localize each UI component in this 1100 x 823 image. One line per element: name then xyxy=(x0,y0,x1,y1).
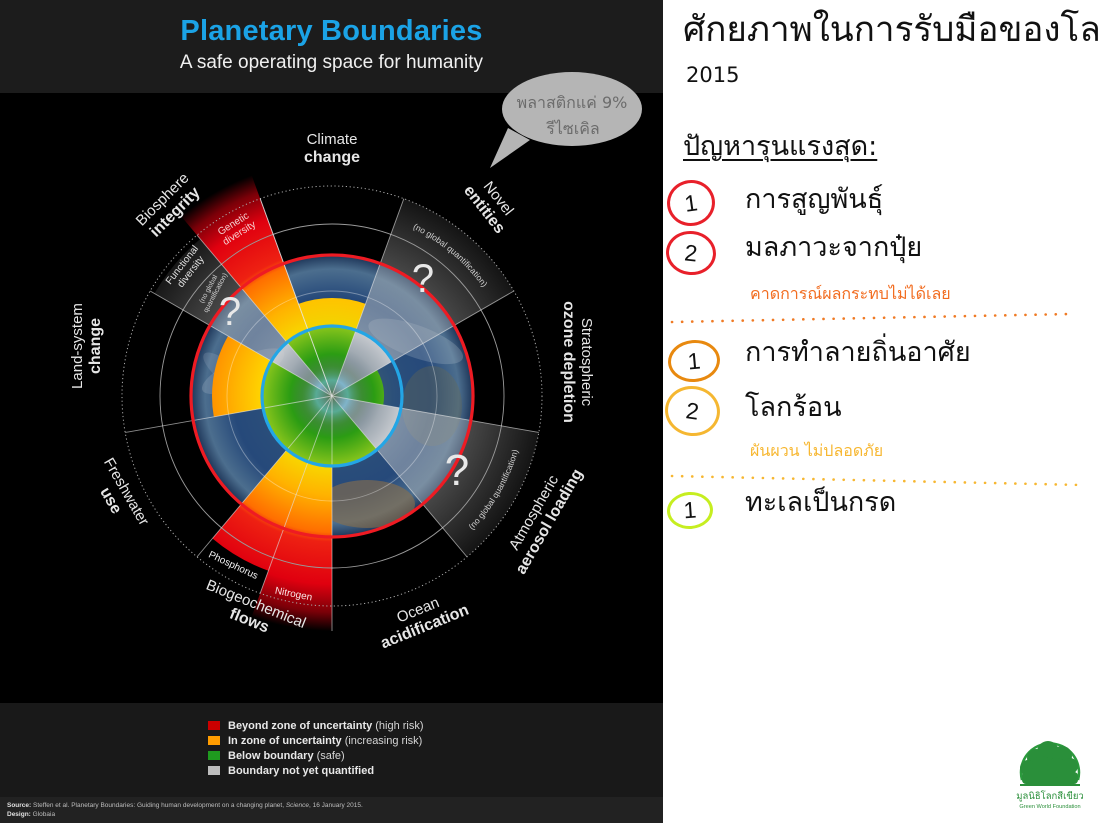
speech-bubble: พลาสติกแค่ 9% รีไซเคิล xyxy=(490,72,642,168)
svg-text:change: change xyxy=(304,149,360,166)
problem-item: มลภาวะจากปุ๋ย xyxy=(745,232,923,263)
separator-yellow xyxy=(670,474,1084,487)
legend-item-uncertainty: In zone of uncertainty (increasing risk) xyxy=(208,733,424,748)
source-line: Source: Steffen et al. Planetary Boundar… xyxy=(7,802,363,809)
label-land-system-change: Land-system change xyxy=(69,303,104,389)
dotted-separators xyxy=(670,312,1084,487)
speech-bubble-line1: พลาสติกแค่ 9% xyxy=(517,93,628,112)
problem-item: โลกร้อน xyxy=(745,392,842,423)
wedge-land-system-change xyxy=(212,336,332,417)
legend-item-beyond: Beyond zone of uncertainty (high risk) xyxy=(208,718,424,733)
safe-boundary-ring xyxy=(260,324,404,468)
uncertainty-boundary-ring xyxy=(189,253,475,539)
tree-icon xyxy=(1020,741,1078,784)
wheel-disc xyxy=(121,175,543,632)
orange-swatch-icon xyxy=(208,736,220,745)
svg-text:ozone depletion: ozone depletion xyxy=(560,301,577,423)
wedge-genetic-diversity xyxy=(180,175,332,396)
logo-name-th: มูลนิธิโลกสีเขียว xyxy=(1016,790,1084,802)
green-world-foundation-logo: มูลนิธิโลกสีเขียว Green World Foundation xyxy=(1016,741,1084,810)
label-climate-change: Climate change xyxy=(304,131,360,166)
legend-band xyxy=(0,703,663,797)
group-note: คาดการณ์ผลกระทบไม่ได้เลย xyxy=(750,284,951,303)
svg-text:Climate: Climate xyxy=(307,131,358,148)
infographic-title: Planetary Boundaries xyxy=(180,15,483,47)
label-novel-entities: Novel entities xyxy=(460,178,517,237)
wedge-novel-entities xyxy=(332,198,514,396)
svg-text:Stratospheric: Stratospheric xyxy=(578,318,595,407)
wedge-freshwater-use xyxy=(263,396,332,450)
sector-divider-lines xyxy=(125,198,539,631)
wedge-climate-change xyxy=(298,298,366,396)
legend: Beyond zone of uncertainty (high risk) I… xyxy=(208,718,424,778)
question-mark-icon: ? xyxy=(445,446,469,495)
source-credit: Source: Steffen et al. Planetary Boundar… xyxy=(0,797,663,823)
slide-year: 2015 xyxy=(686,63,740,87)
wedge-phosphorus xyxy=(212,396,332,571)
infographic-subtitle: A safe operating space for humanity xyxy=(179,52,484,73)
wedge-ocean-acidification xyxy=(332,396,377,467)
svg-text:Land-system: Land-system xyxy=(69,303,86,389)
question-mark-icon: ? xyxy=(412,257,434,301)
label-freshwater-use: Freshwater use xyxy=(96,455,152,528)
red-swatch-icon xyxy=(208,721,220,730)
slide-heading: ปัญหารุนแรงสุด: xyxy=(683,131,878,162)
logo-name-en: Green World Foundation xyxy=(1019,804,1080,810)
boundaries-wheel: Climate change Novel entities Stratosphe… xyxy=(69,72,642,652)
design-line: Design: Globaia xyxy=(7,811,56,818)
problem-item: การทำลายถิ่นอาศัย xyxy=(745,337,971,368)
separator-orange xyxy=(670,312,1072,324)
legend-item-below-boundary: Below boundary (safe) xyxy=(208,748,424,763)
problem-item: การสูญพันธุ์ xyxy=(745,184,884,215)
slide-title: ศักยภาพในการรับมือของโลก xyxy=(683,10,1100,50)
wedge-ozone-depletion xyxy=(332,370,384,406)
label-ocean-acidification: Ocean acidification xyxy=(378,594,471,652)
planetary-boundaries-infographic: Planetary Boundaries A safe operating sp… xyxy=(0,0,663,823)
group-note: ผันผวน ไม่ปลอดภัย xyxy=(750,441,884,460)
wedge-functional-diversity xyxy=(154,238,332,396)
speech-bubble-line2: รีไซเคิล xyxy=(546,119,600,138)
problem-item: ทะเลเป็นกรด xyxy=(745,487,897,518)
green-swatch-icon xyxy=(208,751,220,760)
grey-swatch-icon xyxy=(208,766,220,775)
wedge-aerosol-loading xyxy=(332,396,539,557)
question-mark-icon: ? xyxy=(219,290,241,334)
legend-item-not-quantified: Boundary not yet quantified xyxy=(208,763,424,778)
label-ozone-depletion: Stratospheric ozone depletion xyxy=(560,301,595,423)
infographic-header: Planetary Boundaries A safe operating sp… xyxy=(0,0,663,93)
dotted-outer-ring xyxy=(121,185,543,607)
svg-text:change: change xyxy=(87,318,104,374)
